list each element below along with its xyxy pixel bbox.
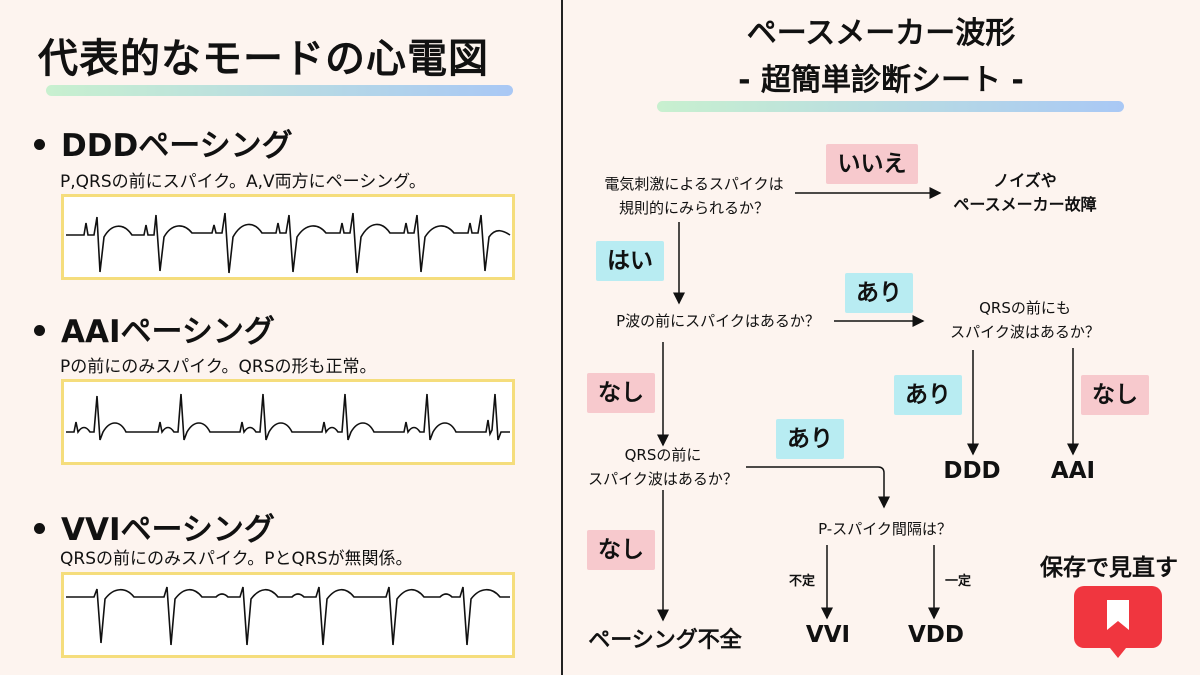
mode-heading-ddd: DDDペーシング [34,120,293,165]
result-noise-line1: ノイズや [993,171,1057,190]
center-divider [561,0,563,675]
right-title-underline [657,101,1124,112]
result-pacing-failure: ペーシング不全 [588,628,742,653]
result-ddd: DDD [943,458,1001,484]
result-aai: AAI [1050,458,1096,484]
badge-nashi-3: なし [587,530,655,570]
mode-heading-aai-text: AAIペーシング [61,314,275,350]
question-spike-regular-line2: 規則的にみられるか？ [618,199,769,217]
bullet-icon [34,523,45,534]
mode-desc-vvi: QRSの前にのみスパイク。PとQRSが無関係。 [60,549,413,569]
question-spike-regular: 電気刺激によるスパイクは 規則的にみられるか？ [585,172,803,220]
badge-ari-3: あり [776,419,844,459]
question-spike-regular-line1: 電気刺激によるスパイクは [604,175,784,193]
badge-hai: はい [596,241,664,281]
question-spike-before-qrs: QRSの前に スパイク波はあるか？ [576,443,750,491]
badge-iie: いいえ [826,144,918,184]
ecg-strip-aai [61,379,515,465]
bullet-icon [34,325,45,336]
result-vdd: VDD [908,622,964,648]
question-q4-line2: スパイク波はあるか？ [588,470,738,488]
question-q3-line1: QRSの前にも [979,299,1071,317]
left-title: 代表的なモードの心電図 [38,36,489,82]
arrow-q4-to-q5 [746,466,890,509]
question-q3-line2: スパイク波はあるか？ [950,323,1100,341]
question-spike-before-qrs-also: QRSの前にも スパイク波はあるか？ [930,296,1120,344]
result-noise-line2: ペースメーカー故障 [953,195,1097,214]
result-noise-failure: ノイズや ペースメーカー故障 [940,169,1110,217]
mode-heading-aai: AAIペーシング [34,306,275,351]
ecg-strip-vvi [61,572,515,658]
question-spike-before-p: P波の前にスパイクはあるか？ [616,312,820,330]
label-ittei: 一定 [945,574,972,589]
badge-nashi-1: なし [587,373,655,413]
result-vvi: VVI [805,622,851,648]
badge-nashi-2: なし [1081,375,1149,415]
save-bookmark-button[interactable] [1074,586,1162,658]
badge-ari-1: あり [845,273,913,313]
mode-desc-aai: Pの前にのみスパイク。QRSの形も正常。 [60,357,377,377]
ecg-trace-aai [66,393,510,441]
ecg-trace-ddd [66,212,511,274]
left-title-underline [46,85,513,96]
bookmark-icon [1107,600,1129,658]
mode-desc-ddd: P,QRSの前にスパイク。A,V両方にペーシング。 [60,172,426,192]
question-q4-line1: QRSの前に [624,446,702,464]
mode-heading-vvi-text: VVIペーシング [61,512,275,548]
mode-heading-vvi: VVIペーシング [34,504,275,549]
ecg-trace-vvi [66,586,510,646]
right-title-line2: - 超簡単診断シート - [738,63,1024,98]
badge-ari-2: あり [894,375,962,415]
mode-heading-ddd-text: DDDペーシング [61,128,293,164]
label-futei: 不定 [789,574,816,589]
ecg-strip-ddd [61,194,515,280]
bullet-icon [34,139,45,150]
question-p-spike-interval: P-スパイク間隔は？ [818,520,952,538]
save-label: 保存で見直す [1040,555,1178,581]
right-title-line1: ペースメーカー波形 [746,16,1016,51]
